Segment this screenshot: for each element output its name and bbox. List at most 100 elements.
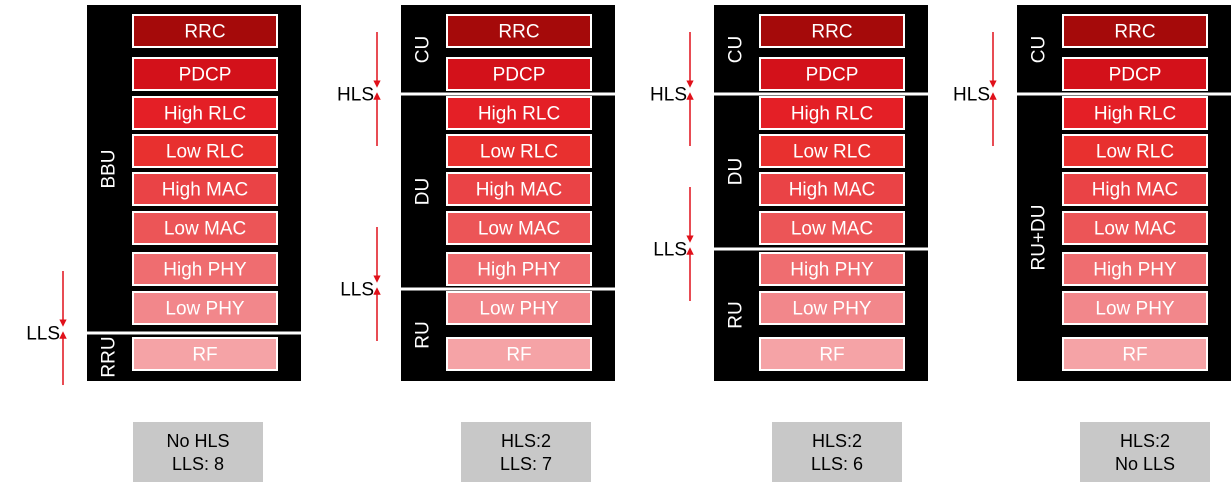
layer-box-rrc: RRC [446,14,592,48]
split-config-3: CU DU RU RRC PDCP High RLC Low RLC High MAC Low … [650,5,928,482]
layer-box-rf: RF [446,337,592,371]
layer-label: High MAC [789,180,876,201]
layer-label: RF [1122,345,1147,366]
layer-box-low-phy: Low PHY [1062,291,1208,325]
layer-box-low-mac: Low MAC [759,211,905,245]
layer-box-low-rlc: Low RLC [759,134,905,168]
layer-label: RF [192,345,217,366]
layer-box-pdcp: PDCP [446,57,592,91]
split-marker-lls: LLS [340,227,381,341]
caption-line-1: No HLS [166,431,229,451]
split-config-1: BBU RRU RRC PDCP High RLC Low RLC High MAC Low … [26,5,301,482]
layer-label: High PHY [477,260,561,281]
layer-box-low-phy: Low PHY [132,291,278,325]
layer-label: High RLC [1094,104,1176,125]
layer-label: Low MAC [1094,219,1176,240]
layer-box-low-mac: Low MAC [132,211,278,245]
layer-box-high-rlc: High RLC [1062,96,1208,130]
layer-box-low-mac: Low MAC [446,211,592,245]
layer-box-high-phy: High PHY [446,252,592,286]
layer-label: PDCP [179,65,232,86]
split-label: LLS [26,324,60,345]
layer-box-low-rlc: Low RLC [1062,134,1208,168]
layer-box-high-mac: High MAC [446,172,592,206]
layer-box-low-rlc: Low RLC [132,134,278,168]
layer-box-high-mac: High MAC [759,172,905,206]
layer-label: Low RLC [480,142,558,163]
unit-label-du: DU [726,158,747,185]
layer-label: Low PHY [792,299,872,320]
layer-label: RRC [811,22,852,43]
layer-label: Low PHY [165,299,245,320]
layer-box-high-rlc: High RLC [759,96,905,130]
unit-label-bbu: BBU [99,149,120,188]
layer-label: Low MAC [164,219,246,240]
layer-box-high-mac: High MAC [1062,172,1208,206]
layer-box-pdcp: PDCP [1062,57,1208,91]
split-marker-hls: HLS [953,32,997,146]
layer-label: High PHY [790,260,874,281]
caption-line-1: HLS:2 [812,431,862,451]
layer-label: Low MAC [791,219,873,240]
caption-line-2: LLS: 8 [172,454,224,474]
unit-label-ru: RU [726,301,747,328]
layer-box-high-mac: High MAC [132,172,278,206]
layer-label: High PHY [1093,260,1177,281]
layer-label: RF [506,345,531,366]
unit-label-rru: RRU [99,336,120,377]
layer-label: PDCP [806,65,859,86]
split-marker-hls: HLS [650,32,694,146]
layer-box-low-phy: Low PHY [446,291,592,325]
split-marker-hls: HLS [337,32,381,146]
layer-label: RRC [498,22,539,43]
layer-box-high-rlc: High RLC [446,96,592,130]
caption-line-2: No LLS [1115,454,1175,474]
layer-label: Low MAC [478,219,560,240]
split-marker-lls: LLS [653,187,694,301]
unit-label-ru: RU [413,321,434,348]
unit-label-ru-plus-du: RU+DU [1029,205,1050,271]
layer-box-rrc: RRC [1062,14,1208,48]
layer-box-rrc: RRC [132,14,278,48]
layer-label: PDCP [493,65,546,86]
split-label: LLS [340,280,374,301]
layer-label: High MAC [162,180,249,201]
caption-line-1: HLS:2 [501,431,551,451]
split-config-2: CU DU RU RRC PDCP High RLC Low RLC High MAC Low … [337,5,615,482]
layer-box-high-phy: High PHY [759,252,905,286]
caption-line-2: LLS: 7 [500,454,552,474]
layer-box-high-rlc: High RLC [132,96,278,130]
layer-label: Low PHY [1095,299,1175,320]
layer-box-rrc: RRC [759,14,905,48]
split-label: HLS [953,85,990,106]
caption-box: HLS:2 No LLS [1080,422,1210,482]
layer-label: High RLC [478,104,560,125]
unit-label-du: DU [413,178,434,205]
caption-box: No HLS LLS: 8 [133,422,263,482]
layer-box-low-mac: Low MAC [1062,211,1208,245]
layer-label: High RLC [791,104,873,125]
caption-line-2: LLS: 6 [811,454,863,474]
layer-label: RRC [184,22,225,43]
layer-label: High PHY [163,260,247,281]
layer-label: PDCP [1109,65,1162,86]
layer-label: RRC [1114,22,1155,43]
split-label: HLS [337,85,374,106]
layer-box-rf: RF [759,337,905,371]
unit-label-cu: CU [413,36,434,63]
split-config-4: CU RU+DU RRC PDCP High RLC Low RLC High MAC Low… [953,5,1231,482]
split-label: HLS [650,85,687,106]
split-label: LLS [653,240,687,261]
layer-label: High MAC [1092,180,1179,201]
layer-label: RF [819,345,844,366]
unit-label-cu: CU [726,36,747,63]
unit-label-cu: CU [1029,36,1050,63]
layer-box-high-phy: High PHY [132,252,278,286]
layer-box-pdcp: PDCP [759,57,905,91]
split-marker-lls: LLS [26,271,67,385]
layer-label: Low RLC [166,142,244,163]
caption-line-1: HLS:2 [1120,431,1170,451]
